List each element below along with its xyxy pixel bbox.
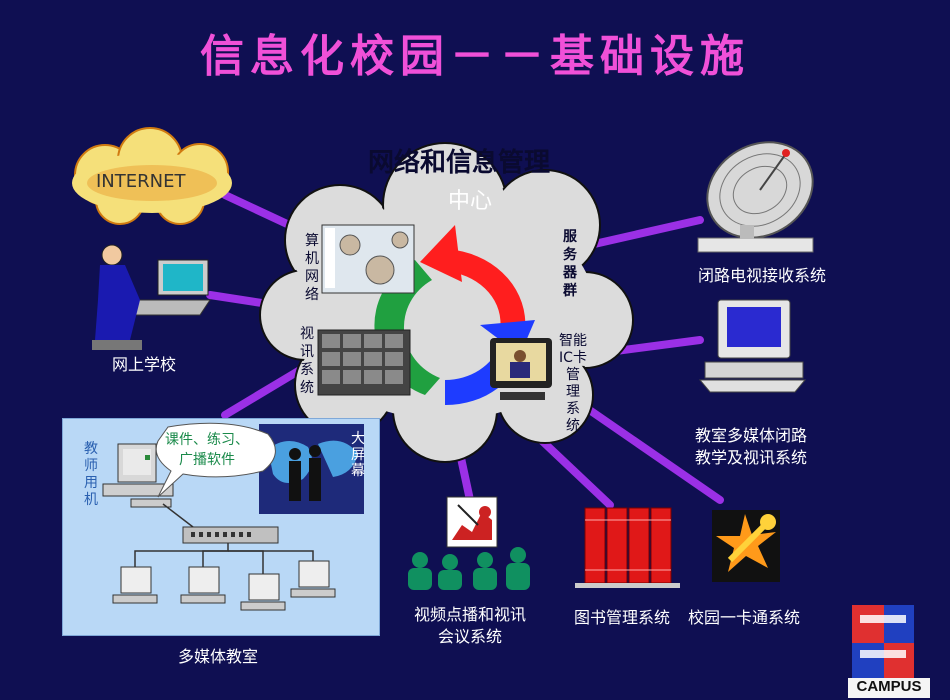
server-group-label: 服务器群 [563,229,577,299]
video-system-label: 视讯系统 [300,326,314,396]
multimedia-classroom-panel: 课件、练习、 广播软件 教师用机 大屏幕 [62,418,380,636]
page-title: 信息化校园－－基础设施 [200,31,750,82]
ic-card-label: 智能 IC卡 管理系统 [556,333,590,435]
person-computer [92,244,211,350]
campus-logo-text: CAMPUS [856,678,922,695]
av-computer [698,299,807,393]
online-school-label: 网上学校 [112,355,177,374]
software-bubble-text: 课件、练习、 广播软件 [165,430,249,470]
cctv-label: 闭路电视接收系统 [698,266,827,285]
satellite-dish [697,141,814,253]
computer-network-label: 算机网络 [305,233,319,303]
key-card [712,510,780,582]
video-screen [317,329,411,396]
ic-card-line-2: IC卡 [559,350,587,366]
vod-line-1: 视频点播和视讯 [413,605,526,624]
ic-card-line-3: 管理系统 [566,367,580,434]
ic-card-line-1: 智能 [559,333,587,349]
classroom-illustration [102,422,364,611]
campus-card-label: 校园一卡通系统 [688,608,801,627]
vod-line-2: 会议系统 [437,627,502,646]
link-cctv [586,216,704,249]
ic-monitor [490,338,552,400]
vod-label: 视频点播和视讯 会议系统 [402,604,538,648]
campus-logo [848,605,930,698]
classroom-av-label: 教室多媒体闭路 教学及视讯系统 [695,425,807,469]
vod-illustration [408,496,530,590]
library-label: 图书管理系统 [574,608,671,627]
link-lines [206,191,724,509]
network-screen [321,224,415,294]
internet-label: INTERNET [96,171,186,192]
library-books [575,507,680,588]
classroom-av-line-1: 教室多媒体闭路 [695,426,808,445]
link-classroom [221,366,304,419]
student-computers [112,560,336,611]
internet-cloud [72,127,232,225]
big-screen-label: 大屏幕 [351,431,365,479]
link-campus-card [571,396,724,504]
bubble-line-2: 广播软件 [179,452,235,468]
teacher-pc-label: 教师用机 [84,441,98,508]
classroom-av-line-2: 教学及视讯系统 [695,448,808,467]
hub-title: 网络和信息管理 [368,148,551,178]
arrow-red [450,250,526,330]
bubble-line-1: 课件、练习、 [165,432,249,448]
hub-subtitle: 中心 [448,189,493,214]
multimedia-room-label: 多媒体教室 [178,647,259,666]
